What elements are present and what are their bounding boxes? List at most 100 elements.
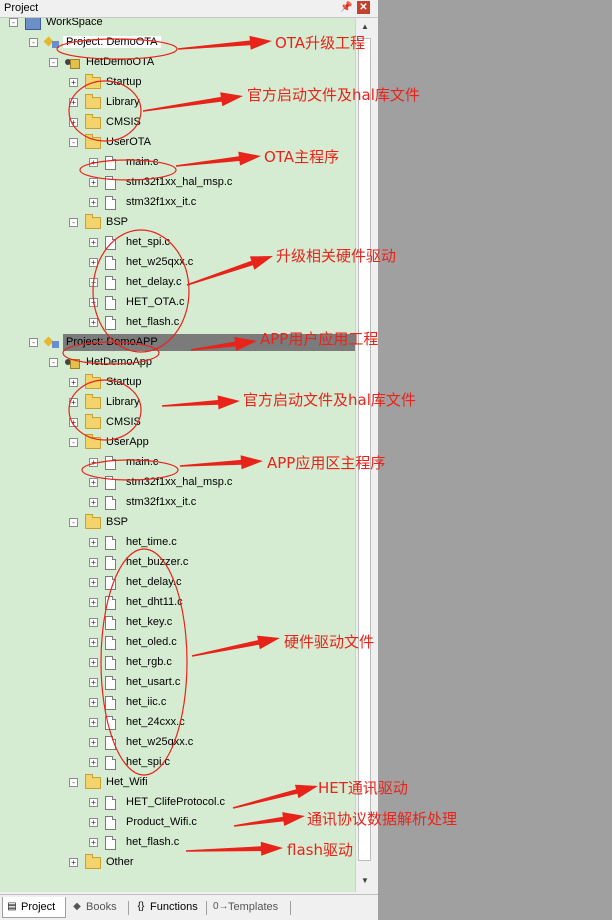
tree-node-folder-open[interactable]: -Het_Wifi xyxy=(0,774,355,791)
annotation-label: OTA升级工程 xyxy=(275,34,365,52)
collapse-icon[interactable]: - xyxy=(49,358,58,367)
tree-node-label: Library xyxy=(106,396,140,408)
tree-node-folder-open[interactable]: - BSP xyxy=(0,514,355,531)
annotation-arrow xyxy=(232,784,318,809)
collapse-icon[interactable]: - xyxy=(69,778,78,787)
tree-node-label: stm32f1xx_it.c xyxy=(126,496,197,508)
file-icon xyxy=(105,676,116,690)
books-icon: ◆ xyxy=(73,901,81,912)
tab-project[interactable]: ▤ Project xyxy=(2,897,66,918)
expand-icon[interactable]: + xyxy=(89,598,98,607)
expand-icon[interactable]: + xyxy=(89,578,98,587)
tree-node-folder[interactable]: +Library xyxy=(0,94,355,111)
expand-icon[interactable]: + xyxy=(89,498,98,507)
expand-icon[interactable]: + xyxy=(89,198,98,207)
tree-node-file[interactable]: +het_spi.c xyxy=(0,754,355,771)
tree-node-file[interactable]: +het_flash.c xyxy=(0,834,355,851)
workspace-icon xyxy=(25,18,41,30)
expand-icon[interactable]: + xyxy=(69,418,78,427)
file-icon xyxy=(105,796,116,810)
folder-icon xyxy=(85,394,101,409)
tree-node-folder[interactable]: +Startup xyxy=(0,374,355,391)
tree-node-file[interactable]: + stm32f1xx_it.c xyxy=(0,194,355,211)
tree-node-label: het_dht11.c xyxy=(126,596,183,608)
expand-icon[interactable]: + xyxy=(69,98,78,107)
collapse-icon[interactable]: - xyxy=(49,58,58,67)
tree-node-folder[interactable]: +Other xyxy=(0,854,355,871)
collapse-icon[interactable]: - xyxy=(29,338,38,347)
tab-functions[interactable]: {} Functions xyxy=(132,897,206,917)
tree-node-file[interactable]: +het_buzzer.c xyxy=(0,554,355,571)
tree-node-file[interactable]: +het_usart.c xyxy=(0,674,355,691)
expand-icon[interactable]: + xyxy=(89,758,98,767)
close-icon[interactable]: ✕ xyxy=(357,1,370,14)
expand-icon[interactable]: + xyxy=(89,478,98,487)
vertical-scrollbar[interactable]: ▲ ▼ xyxy=(355,18,374,892)
tree-node-folder[interactable]: +CMSIS xyxy=(0,114,355,131)
expand-icon[interactable]: + xyxy=(89,238,98,247)
tree-node-label: het_flash.c xyxy=(126,316,180,328)
tree-node-label: stm32f1xx_it.c xyxy=(126,196,197,208)
tree-node-folder-open[interactable]: -BSP xyxy=(0,214,355,231)
collapse-icon[interactable]: - xyxy=(29,38,38,47)
tree-node-file[interactable]: + het_w25qxx.c xyxy=(0,734,355,751)
tree-node-group[interactable]: -HetDemoApp xyxy=(0,354,355,371)
tree-node-file[interactable]: +het_rgb.c xyxy=(0,654,355,671)
tree-node-file[interactable]: +het_time.c xyxy=(0,534,355,551)
collapse-icon[interactable]: - xyxy=(69,138,78,147)
tree-node-file[interactable]: +het_oled.c xyxy=(0,634,355,651)
tab-books[interactable]: ◆ Books xyxy=(68,897,128,917)
expand-icon[interactable]: + xyxy=(69,378,78,387)
tree-node-file[interactable]: + het_flash.c xyxy=(0,314,355,331)
tree-node-folder-open[interactable]: -UserApp xyxy=(0,434,355,451)
collapse-icon[interactable]: - xyxy=(9,18,18,27)
expand-icon[interactable]: + xyxy=(89,678,98,687)
project-target-icon xyxy=(45,36,59,48)
tree-node-file[interactable]: +het_24cxx.c xyxy=(0,714,355,731)
file-icon xyxy=(105,256,116,270)
scroll-down-icon[interactable]: ▼ xyxy=(361,876,369,885)
tree-node-folder[interactable]: +Library xyxy=(0,394,355,411)
tree-node-file[interactable]: + stm32f1xx_it.c xyxy=(0,494,355,511)
expand-icon[interactable]: + xyxy=(89,818,98,827)
file-icon xyxy=(105,696,116,710)
tree-node-label: het_spi.c xyxy=(126,236,171,248)
expand-icon[interactable]: + xyxy=(89,538,98,547)
expand-icon[interactable]: + xyxy=(89,658,98,667)
tree-node-workspace[interactable]: -WorkSpace xyxy=(0,18,355,31)
expand-icon[interactable]: + xyxy=(89,618,98,627)
expand-icon[interactable]: + xyxy=(69,78,78,87)
expand-icon[interactable]: + xyxy=(89,838,98,847)
pin-icon[interactable]: 📌 xyxy=(340,2,353,13)
expand-icon[interactable]: + xyxy=(69,858,78,867)
collapse-icon[interactable]: - xyxy=(69,218,78,227)
scroll-up-icon[interactable]: ▲ xyxy=(361,22,369,31)
tree-node-label: BSP xyxy=(106,516,129,528)
tree-node-file[interactable]: +het_key.c xyxy=(0,614,355,631)
tab-templates[interactable]: 0→ Templates xyxy=(210,897,290,917)
tree-node-label: het_w25qxx.c xyxy=(126,736,194,748)
tree-node-file[interactable]: +het_iic.c xyxy=(0,694,355,711)
expand-icon[interactable]: + xyxy=(89,698,98,707)
tree-node-file[interactable]: +Product_Wifi.c xyxy=(0,814,355,831)
file-icon xyxy=(105,316,116,330)
annotation-label: APP用户应用工程 xyxy=(260,330,378,348)
expand-icon[interactable]: + xyxy=(89,798,98,807)
scrollbar-thumb[interactable] xyxy=(358,38,371,861)
expand-icon[interactable]: + xyxy=(89,738,98,747)
expand-icon[interactable]: + xyxy=(89,258,98,267)
tree-node-file[interactable]: +het_w25qxx.c xyxy=(0,254,355,271)
annotation-arrow xyxy=(175,151,261,167)
expand-icon[interactable]: + xyxy=(89,318,98,327)
collapse-icon[interactable]: - xyxy=(69,438,78,447)
expand-icon[interactable]: + xyxy=(89,558,98,567)
expand-icon[interactable]: + xyxy=(89,178,98,187)
annotation-label: 官方启动文件及hal库文件 xyxy=(247,86,420,104)
collapse-icon[interactable]: - xyxy=(69,518,78,527)
tree-node-folder[interactable]: +CMSIS xyxy=(0,414,355,431)
file-icon xyxy=(105,596,116,610)
tree-node-file[interactable]: + het_dht11.c xyxy=(0,594,355,611)
tree-node-file[interactable]: +HET_ClifeProtocol.c xyxy=(0,794,355,811)
expand-icon[interactable]: + xyxy=(89,718,98,727)
expand-icon[interactable]: + xyxy=(89,638,98,647)
